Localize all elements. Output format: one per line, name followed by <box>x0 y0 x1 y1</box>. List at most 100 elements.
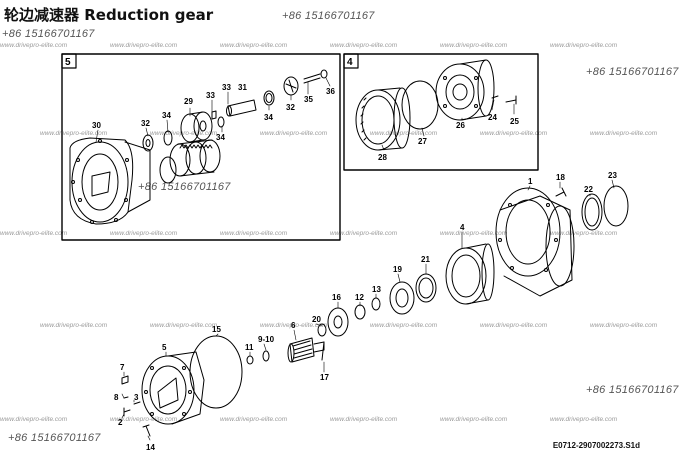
part-label: 1 <box>528 177 533 186</box>
part-label: 8 <box>114 393 119 402</box>
part-label: 4 <box>460 223 465 232</box>
part-28-ring-gear <box>355 87 411 151</box>
box-label-4: 4 <box>347 57 353 68</box>
part-35-bolt <box>303 73 321 84</box>
site-watermark: www.drivepro-elite.com <box>110 230 178 237</box>
part-label: 28 <box>378 153 387 162</box>
site-watermark: www.drivepro-elite.com <box>550 230 618 237</box>
site-watermark: www.drivepro-elite.com <box>260 322 328 329</box>
part-label: 24 <box>488 113 497 122</box>
site-watermark: www.drivepro-elite.com <box>330 416 398 423</box>
part-label: 35 <box>304 95 313 104</box>
assembly-box-5 <box>61 53 341 241</box>
part-label: 11 <box>245 343 254 352</box>
part-label: 33 <box>206 91 215 100</box>
part-label: 31 <box>238 83 247 92</box>
part-label: 32 <box>286 103 295 112</box>
assembly-box-4 <box>343 53 539 171</box>
part-34-ring-2 <box>263 90 275 106</box>
part-label: 34 <box>216 133 225 142</box>
part-1-housing <box>495 187 575 297</box>
site-watermark: www.drivepro-elite.com <box>550 416 618 423</box>
part-label: 14 <box>146 443 155 452</box>
part-14-bolt <box>142 424 151 437</box>
part-11-washer <box>246 355 254 365</box>
part-label: 5 <box>162 343 167 352</box>
part-label: 9-10 <box>258 335 275 344</box>
site-watermark: www.drivepro-elite.com <box>480 322 548 329</box>
site-watermark: www.drivepro-elite.com <box>40 130 108 137</box>
part-label: 25 <box>510 117 519 126</box>
part-label: 36 <box>326 87 335 96</box>
part-32-washer <box>142 134 154 152</box>
part-4-ring-gear <box>445 243 495 305</box>
part-31-shaft <box>227 99 257 117</box>
site-watermark: www.drivepro-elite.com <box>220 230 288 237</box>
site-watermark: www.drivepro-elite.com <box>590 322 658 329</box>
part-label: 33 <box>222 83 231 92</box>
site-watermark: www.drivepro-elite.com <box>590 130 658 137</box>
part-16-flange <box>327 307 349 337</box>
part-25-bolt <box>505 95 517 105</box>
part-label: 18 <box>556 173 565 182</box>
site-watermark: www.drivepro-elite.com <box>330 230 398 237</box>
part-label: 19 <box>393 265 402 274</box>
site-watermark: www.drivepro-elite.com <box>0 42 68 49</box>
part-8-plug <box>123 396 129 399</box>
page-title: 轮边减速器 Reduction gear <box>4 6 214 24</box>
drawing-code: E0712-2907002273.S1d <box>552 441 640 450</box>
part-15-o-ring <box>189 335 243 409</box>
site-watermark: www.drivepro-elite.com <box>370 130 438 137</box>
part-label: 21 <box>421 255 430 264</box>
part-labels: 30 29 32 34 33 33 31 34 34 32 35 36 28 2… <box>92 83 617 452</box>
part-label: 13 <box>372 285 381 294</box>
site-watermark: www.drivepro-elite.com <box>150 322 218 329</box>
part-label: 34 <box>264 113 273 122</box>
phone-watermark: +86 15166701167 <box>2 28 95 40</box>
part-23-cover <box>603 185 629 227</box>
part-label: 12 <box>355 293 364 302</box>
phone-watermark: +86 15166701167 <box>138 181 231 193</box>
part-26-hub <box>435 59 495 121</box>
site-watermark: www.drivepro-elite.com <box>0 230 68 237</box>
part-22-seal <box>581 193 603 231</box>
site-watermark: www.drivepro-elite.com <box>440 416 508 423</box>
part-20-washer <box>317 323 327 337</box>
part-19-bearing <box>389 281 415 315</box>
site-watermark: www.drivepro-elite.com <box>220 416 288 423</box>
phone-watermark: +86 15166701167 <box>586 384 679 396</box>
part-label: 16 <box>332 293 341 302</box>
part-30-housing <box>69 137 151 225</box>
part-label: 30 <box>92 121 101 130</box>
part-planet-gears <box>159 139 221 184</box>
phone-watermark: +86 15166701167 <box>586 66 679 78</box>
part-label: 26 <box>456 121 465 130</box>
part-18-bolt <box>555 187 567 197</box>
part-label: 22 <box>584 185 593 194</box>
part-7-bolt <box>121 375 129 385</box>
part-label: 29 <box>184 97 193 106</box>
part-2-bolt <box>123 407 131 417</box>
part-36-nut <box>320 69 328 79</box>
site-watermark: www.drivepro-elite.com <box>260 130 328 137</box>
site-watermark: www.drivepro-elite.com <box>0 416 68 423</box>
part-17-pin <box>321 341 325 361</box>
part-6-sun-gear <box>287 337 325 363</box>
part-3-plug <box>133 401 141 405</box>
site-watermark: www.drivepro-elite.com <box>440 42 508 49</box>
part-label: 6 <box>291 321 296 330</box>
site-watermark: www.drivepro-elite.com <box>550 42 618 49</box>
part-9-10-washer <box>262 350 270 362</box>
part-34-ring <box>163 130 173 146</box>
part-24-pin <box>491 95 499 99</box>
part-label: 23 <box>608 171 617 180</box>
part-29-gear <box>180 111 213 143</box>
part-label: 15 <box>212 325 221 334</box>
site-watermark: www.drivepro-elite.com <box>110 42 178 49</box>
site-watermark: www.drivepro-elite.com <box>440 230 508 237</box>
part-label: 20 <box>312 315 321 324</box>
part-label: 3 <box>134 393 139 402</box>
part-13-washer <box>371 297 381 311</box>
site-watermark: www.drivepro-elite.com <box>220 42 288 49</box>
